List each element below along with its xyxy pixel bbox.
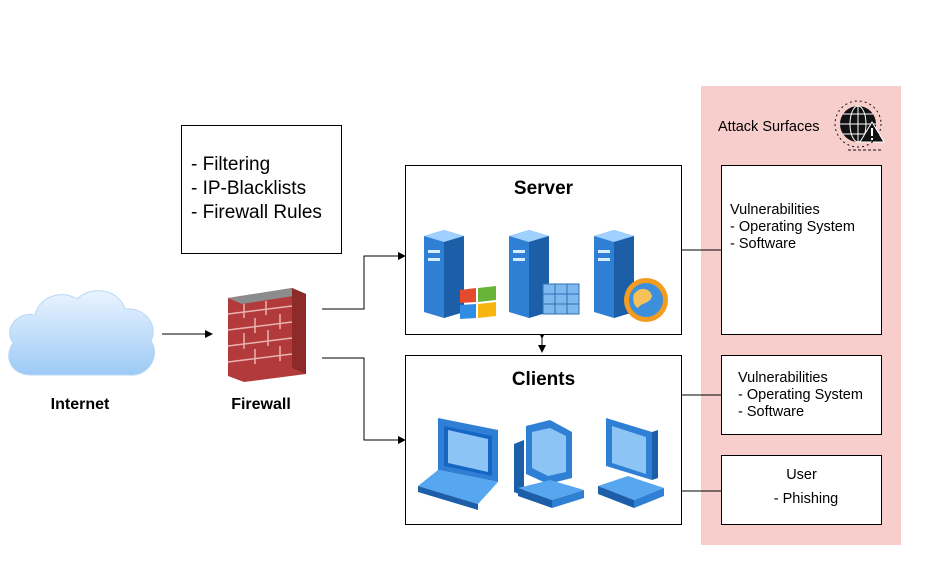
server-vulnerabilities-text: Vulnerabilities - Operating System - Sof… xyxy=(730,202,855,253)
terminal-icon xyxy=(598,418,664,508)
user-box xyxy=(721,455,882,525)
workstation-icon xyxy=(514,420,584,508)
client-vulnerabilities-text: Vulnerabilities - Operating System - Sof… xyxy=(738,370,863,421)
note-filtering: - Filtering xyxy=(191,154,271,175)
globe-warning-icon xyxy=(834,100,885,151)
server-vuln-heading: Vulnerabilities xyxy=(730,202,820,218)
client-vuln-line-software: - Software xyxy=(738,404,805,420)
server-title: Server xyxy=(513,178,574,199)
internet-label: Internet xyxy=(50,396,110,413)
user-heading: User xyxy=(786,467,817,483)
note-ip-blacklists: - IP-Blacklists xyxy=(191,178,307,199)
firewall-label: Firewall xyxy=(231,396,291,413)
server-vulnerabilities-box xyxy=(721,165,882,335)
edge-firewall-server xyxy=(322,252,406,310)
windows-server-icon xyxy=(424,230,496,319)
laptop-icon xyxy=(418,418,498,510)
server-vuln-line-os: - Operating System xyxy=(730,219,855,235)
server-vuln-line-software: - Software xyxy=(730,236,797,252)
client-vuln-heading: Vulnerabilities xyxy=(738,370,828,386)
client-vulnerabilities-box xyxy=(721,355,882,435)
cloud-icon xyxy=(8,290,156,376)
edge-firewall-clients xyxy=(322,357,406,444)
firewall-wall-icon xyxy=(227,288,306,382)
attack-surfaces-title: Attack Surfaces xyxy=(718,119,820,135)
web-server-icon xyxy=(594,230,668,322)
firewall-notes-list: - Filtering - IP-Blacklists - Firewall R… xyxy=(191,153,322,225)
note-firewall-rules: - Firewall Rules xyxy=(191,202,322,223)
clients-title: Clients xyxy=(511,369,576,390)
user-line-phishing: - Phishing xyxy=(773,491,839,507)
firewall-notes-box xyxy=(181,125,342,254)
database-server-icon xyxy=(509,230,580,318)
client-vuln-line-os: - Operating System xyxy=(738,387,863,403)
